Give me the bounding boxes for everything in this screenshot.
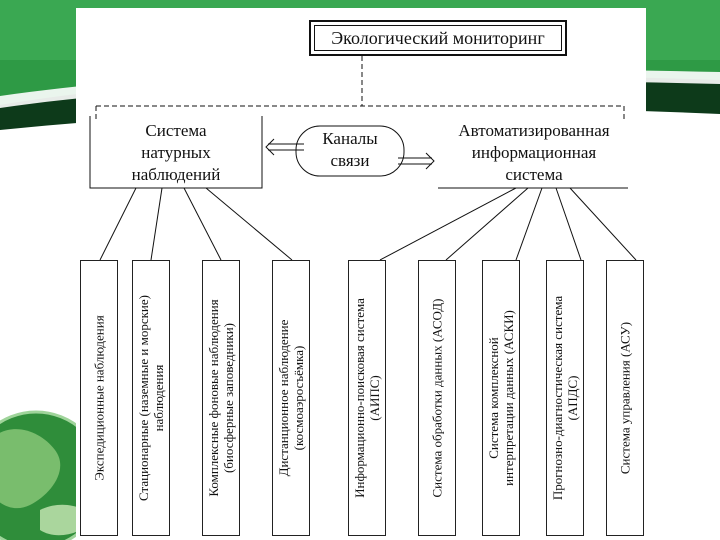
apds-label: Прогнозно-диагностическая система (АПДС) — [550, 295, 580, 501]
left-item-box: Стационарные (наземные и морские) наблюд… — [132, 260, 170, 536]
aips-label: Информационно-поисковая система (АИПС) — [352, 298, 382, 498]
left-item-box: Дистанционное наблюдение (космоаэросъёмк… — [272, 260, 310, 536]
arrow-left-icon — [265, 138, 304, 156]
diagram-title-box: Экологический мониторинг — [309, 20, 567, 56]
asu-label: Система управления (АСУ) — [617, 321, 633, 475]
arrow-right-icon — [398, 152, 435, 170]
diagram-title: Экологический мониторинг — [331, 27, 545, 48]
right-item-box: Система обработки данных (АСОД) — [418, 260, 456, 536]
background-observations-label: Комплексные фоновые наблюдения (биосферн… — [206, 299, 236, 497]
right-item-box: Информационно-поисковая система (АИПС) — [348, 260, 386, 536]
right-item-box: Система управления (АСУ) — [606, 260, 644, 536]
diagram-canvas: Экологический мониторинг Система натурны… — [76, 8, 646, 540]
expedition-observations-label: Экспедиционные наблюдения — [91, 315, 107, 481]
remote-observation-label: Дистанционное наблюдение (космоаэросъёмк… — [276, 319, 306, 477]
right-item-box: Система комплексной интерпретации данных… — [482, 260, 520, 536]
right-item-box: Прогнозно-диагностическая система (АПДС) — [546, 260, 584, 536]
connector-lines — [89, 56, 637, 261]
natural-observations-block: Система натурных наблюдений — [131, 121, 221, 184]
aski-label: Система комплексной интерпретации данных… — [486, 310, 516, 486]
stationary-observations-label: Стационарные (наземные и морские) наблюд… — [136, 295, 166, 501]
left-item-box: Комплексные фоновые наблюдения (биосферн… — [202, 260, 240, 536]
asod-label: Система обработки данных (АСОД) — [429, 298, 445, 498]
automated-information-system-block: Автоматизированная информационная систем… — [458, 121, 610, 184]
communication-channels-block: Каналы связи — [322, 129, 378, 170]
left-item-box: Экспедиционные наблюдения — [80, 260, 118, 536]
